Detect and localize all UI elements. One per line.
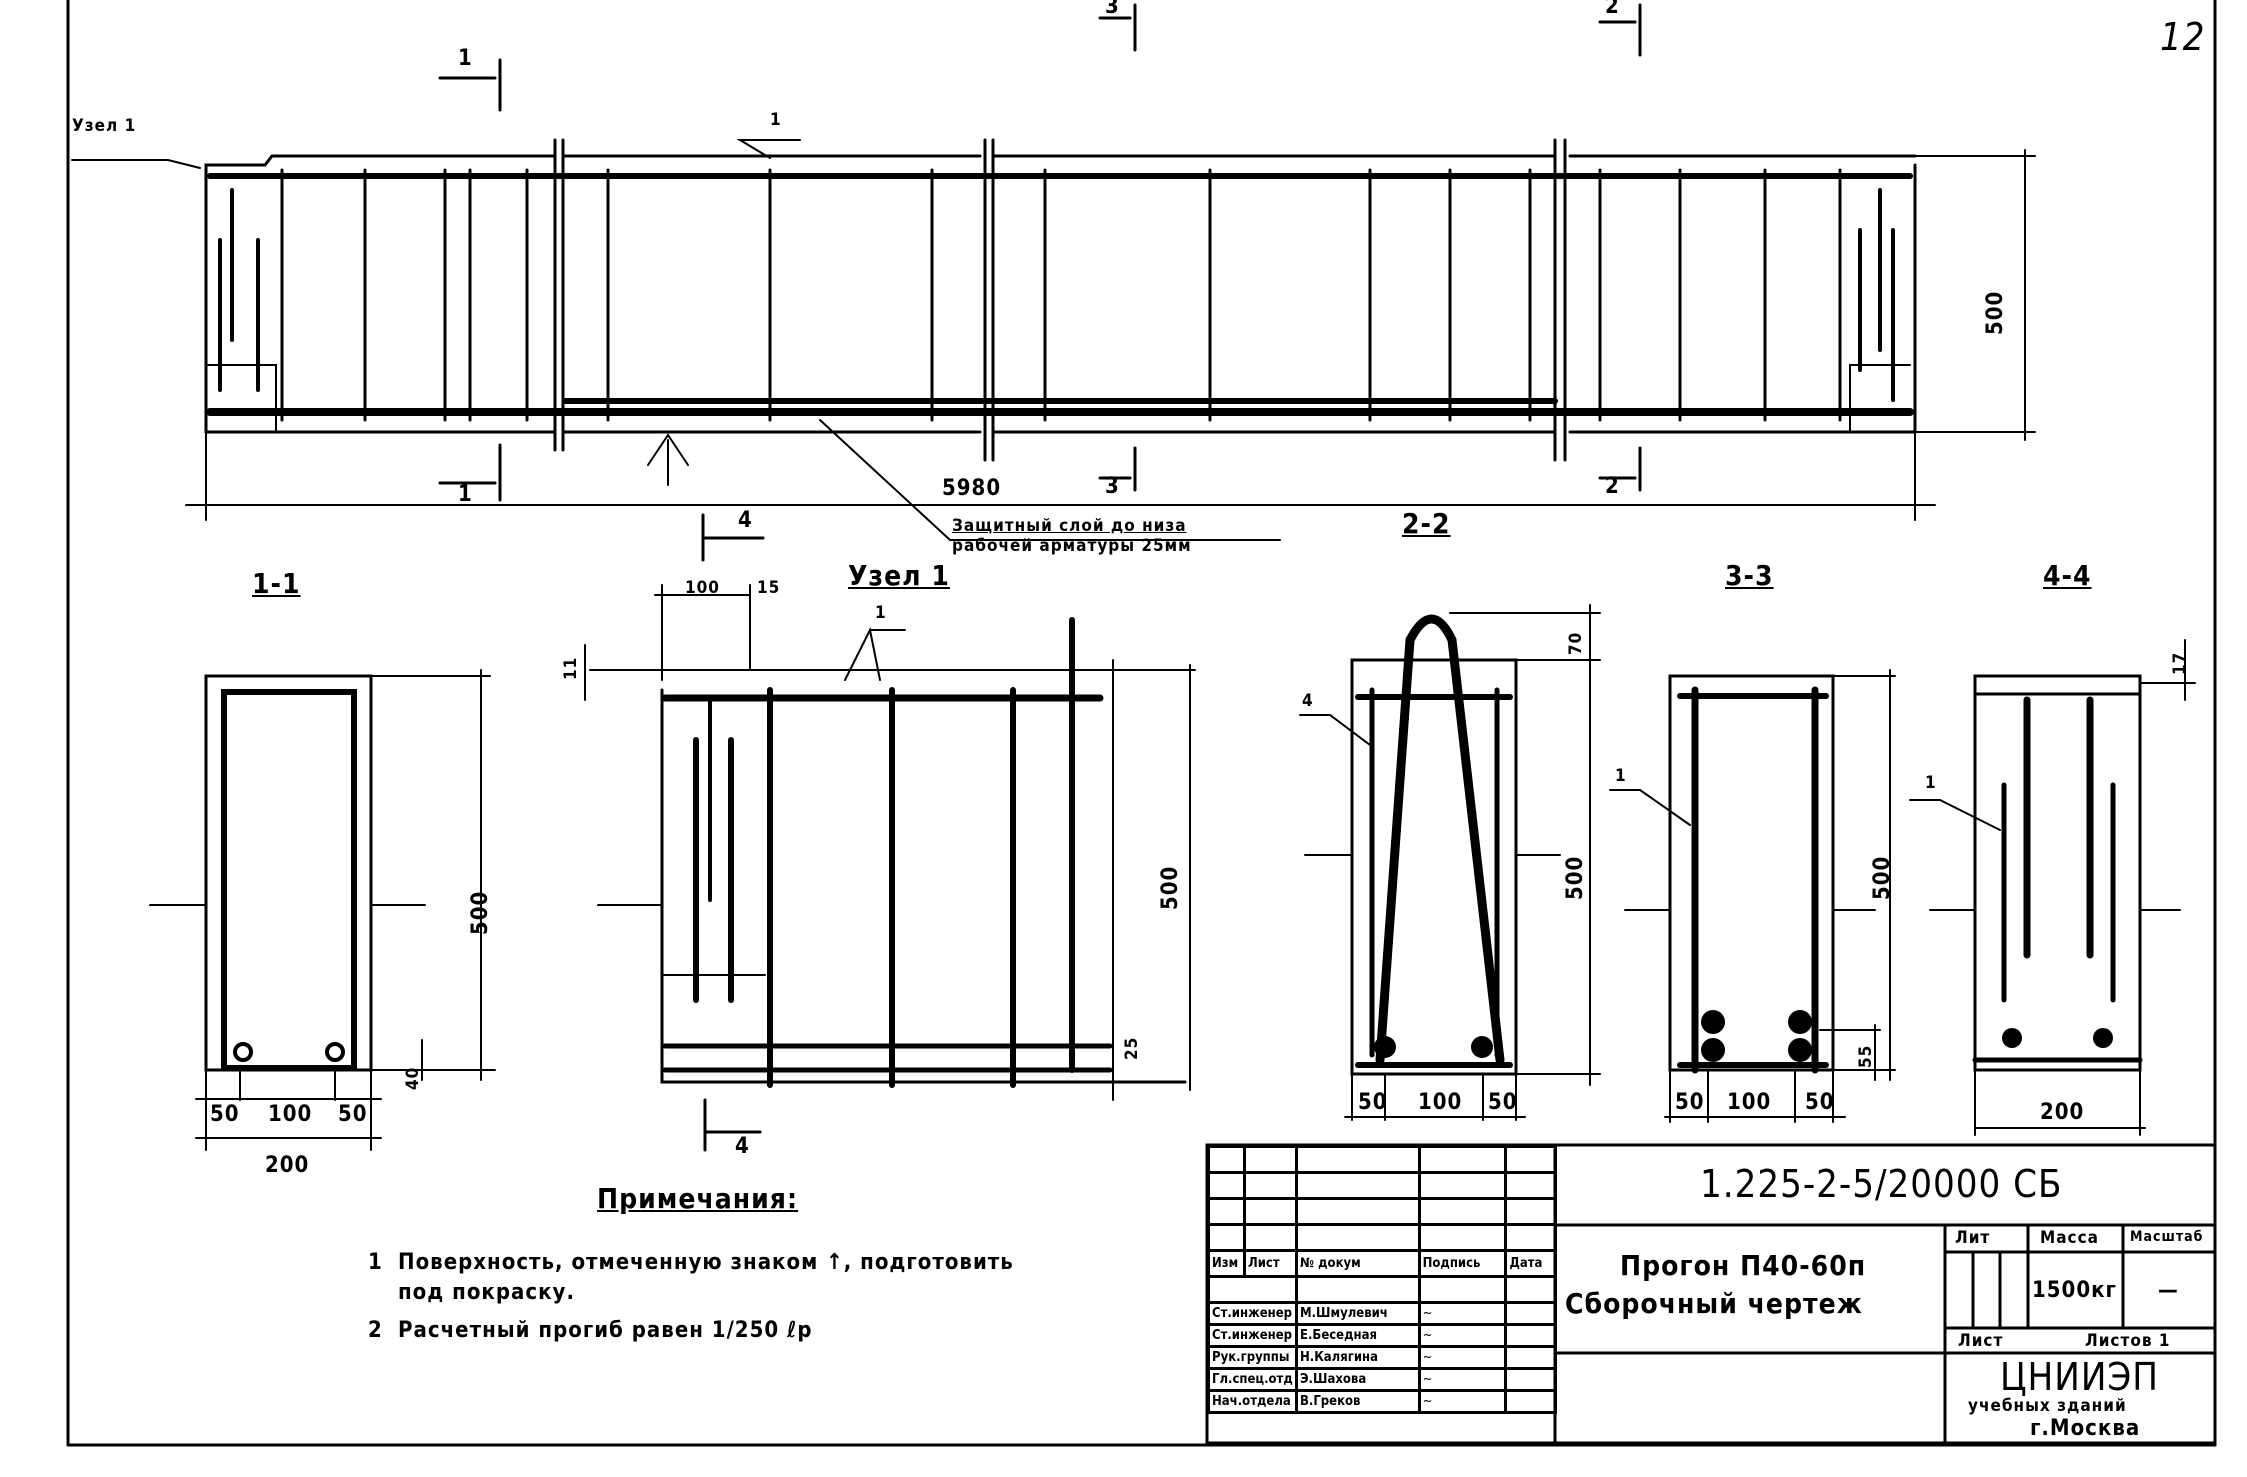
- org-line2: учебных зданий: [1968, 1396, 2127, 1416]
- sheets-count: Листов 1: [2085, 1331, 2171, 1351]
- cover-note-line2: рабочей арматуры 25мм: [952, 536, 1192, 556]
- length-dimension: 5980: [942, 476, 1002, 501]
- section-4-4-drawing: [1909, 639, 2196, 1136]
- node-1-section-mark: 4: [735, 1134, 750, 1159]
- signer-role: Ст.инженер: [1207, 1301, 1298, 1326]
- drawing-title-line1: Прогон П40-60п: [1620, 1249, 1867, 1282]
- signer-role: Рук.группы: [1207, 1345, 1298, 1370]
- note-2-number: 2: [368, 1318, 383, 1343]
- revision-header-row: Изм Лист № докум Подпись Дата: [1207, 1249, 1557, 1278]
- cover-note-line1: Защитный слой до низа: [952, 516, 1187, 536]
- section-2-2-drawing: [1299, 604, 1601, 1121]
- signer-name: В.Греков: [1294, 1389, 1421, 1414]
- mass-value: 1500кг: [2032, 1278, 2117, 1303]
- section-3-3-height: 500: [1870, 855, 1895, 900]
- section-mark-2-top: 2: [1605, 0, 1620, 19]
- height-dimension: 500: [1983, 290, 2008, 335]
- section-2-2-dim-mid: 100: [1418, 1090, 1463, 1115]
- signature: ~: [1417, 1367, 1508, 1392]
- node-1-dim-15: 15: [757, 578, 781, 598]
- page-number: 12: [2160, 15, 2206, 59]
- section-2-2-position-right: 1: [1615, 766, 1627, 786]
- signature: ~: [1417, 1323, 1508, 1348]
- section-2-2-dim-left: 50: [1358, 1090, 1388, 1115]
- node-1-label: Узел 1: [848, 559, 950, 592]
- mass-header: Масса: [2040, 1228, 2099, 1248]
- rev-header-sign: Подпись: [1417, 1249, 1508, 1278]
- section-3-3-bottom-offset: 55: [1856, 1044, 1876, 1068]
- signer-row: Нач.отдела В.Греков ~: [1207, 1389, 1557, 1414]
- signer-role: Гл.спец.отд: [1207, 1367, 1298, 1392]
- section-mark-3-bottom: 3: [1105, 474, 1120, 499]
- uzel-callout: Узел 1: [72, 116, 137, 136]
- signature: ~: [1417, 1389, 1508, 1414]
- section-1-1-width: 200: [265, 1153, 310, 1178]
- signature: ~: [1417, 1301, 1508, 1326]
- section-1-1-label: 1-1: [252, 567, 301, 600]
- section-3-3-dim-right: 50: [1805, 1090, 1835, 1115]
- section-mark-2-bottom: 2: [1605, 474, 1620, 499]
- note-2-text: Расчетный прогиб равен 1/250 ℓр: [398, 1318, 813, 1343]
- section-3-3-label: 3-3: [1725, 559, 1774, 592]
- signer-row: Рук.группы Н.Калягина ~: [1207, 1345, 1557, 1370]
- node-1-drawing: [584, 584, 1196, 1152]
- section-mark-1-bottom: 1: [458, 482, 473, 507]
- signer-role: Нач.отдела: [1207, 1389, 1298, 1414]
- node-1-dim-top: 11: [561, 656, 581, 680]
- section-4-4-label: 4-4: [2043, 559, 2092, 592]
- signer-row: Ст.инженер Е.Беседная ~: [1207, 1323, 1557, 1348]
- section-1-1-drawing: [149, 669, 496, 1151]
- section-mark-3-top: 3: [1105, 0, 1120, 19]
- section-4-4-top-dim: 17: [2170, 651, 2190, 675]
- signer-row: Гл.спец.отд Э.Шахова ~: [1207, 1367, 1557, 1392]
- signer-name: Е.Беседная: [1294, 1323, 1421, 1348]
- sheet-label: Лист: [1958, 1331, 2004, 1351]
- signer-name: М.Шмулевич: [1294, 1301, 1421, 1326]
- node-1-cover: 25: [1122, 1036, 1142, 1060]
- section-3-3-dim-mid: 100: [1727, 1090, 1772, 1115]
- stage-header: Лит: [1955, 1228, 1991, 1248]
- node-1-height: 500: [1158, 865, 1183, 910]
- section-3-3-dim-left: 50: [1675, 1090, 1705, 1115]
- node-1-dim-100: 100: [685, 578, 720, 598]
- rev-header-doc: № докум: [1294, 1249, 1421, 1278]
- section-2-2-label: 2-2: [1402, 507, 1451, 540]
- section-2-2-height: 500: [1563, 855, 1588, 900]
- drawing-title-line2: Сборочный чертеж: [1565, 1287, 1863, 1320]
- section-1-1-height: 500: [468, 890, 493, 935]
- note-1-text-cont: под покраску.: [398, 1280, 575, 1305]
- position-mark: 1: [770, 110, 782, 130]
- section-mark-1-top: 1: [458, 46, 473, 71]
- revision-table: Изм Лист № докум Подпись Дата Ст.инженер…: [1207, 1145, 1557, 1414]
- scale-value: —: [2158, 1278, 2179, 1303]
- org-city: г.Москва: [2030, 1416, 2141, 1441]
- signer-name: Э.Шахова: [1294, 1367, 1421, 1392]
- document-code: 1.225-2-5/20000 СБ: [1700, 1162, 2063, 1206]
- section-1-1-dim-mid: 100: [268, 1102, 313, 1127]
- org-name: ЦНИИЭП: [2000, 1355, 2160, 1399]
- beam-elevation: [71, 3, 2036, 562]
- section-1-1-dim-right: 50: [338, 1102, 368, 1127]
- section-3-3-drawing: [1609, 669, 1896, 1123]
- notes-heading: Примечания:: [597, 1182, 799, 1215]
- section-4-4-width: 200: [2040, 1100, 2085, 1125]
- section-1-1-dim-left: 50: [210, 1102, 240, 1127]
- rev-header-izm: Изм: [1207, 1249, 1246, 1278]
- section-2-2-position-left: 4: [1302, 691, 1314, 711]
- note-1-number: 1: [368, 1250, 383, 1275]
- signer-row: Ст.инженер М.Шмулевич ~: [1207, 1301, 1557, 1326]
- note-1-text: Поверхность, отмеченную знаком ↑, подгот…: [398, 1250, 1014, 1275]
- section-4-4-position-mark: 1: [1925, 773, 1937, 793]
- node-1-position-mark: 1: [875, 603, 887, 623]
- section-1-1-bottom-offset: 40: [403, 1066, 423, 1090]
- section-2-2-dim-right: 50: [1488, 1090, 1518, 1115]
- scale-header: Масштаб: [2130, 1229, 2204, 1245]
- rev-header-list: Лист: [1242, 1249, 1298, 1278]
- signer-name: Н.Калягина: [1294, 1345, 1421, 1370]
- section-2-2-loop-height: 70: [1566, 631, 1586, 655]
- section-mark-4: 4: [738, 508, 753, 533]
- signature: ~: [1417, 1345, 1508, 1370]
- signer-role: Ст.инженер: [1207, 1323, 1298, 1348]
- rev-header-date: Дата: [1504, 1249, 1557, 1278]
